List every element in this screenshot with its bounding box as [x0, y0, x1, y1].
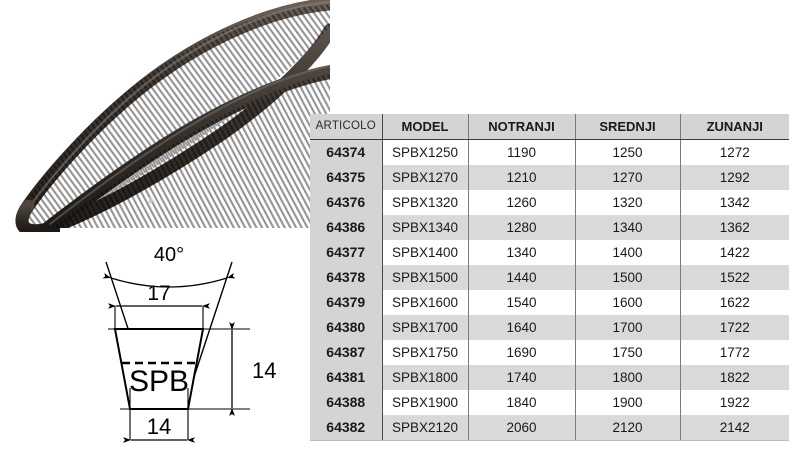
cell-model: SPBX1340 — [382, 215, 469, 240]
cell-srednji: 1600 — [575, 290, 681, 315]
cell-srednji: 2120 — [575, 415, 681, 440]
cell-articolo: 64380 — [310, 315, 383, 340]
cell-model: SPBX1500 — [382, 265, 469, 290]
column-header-srednji: SREDNJI — [575, 114, 681, 140]
cell-model: SPBX1700 — [382, 315, 469, 340]
cell-notranji: 1260 — [468, 190, 576, 215]
belt-lower-strand — [39, 65, 330, 232]
cell-zunanji: 1622 — [680, 290, 789, 315]
cell-model: SPBX1320 — [382, 190, 469, 215]
cell-articolo: 64374 — [310, 139, 383, 165]
cell-zunanji: 1722 — [680, 315, 789, 340]
column-header-notranji: NOTRANJI — [468, 114, 576, 140]
belt-cross-section-diagram: 40° 17 14 14 — [60, 228, 310, 450]
cell-zunanji: 1272 — [680, 139, 789, 165]
cell-model: SPBX1250 — [382, 139, 469, 165]
cell-zunanji: 1362 — [680, 215, 789, 240]
angle-label: 40° — [154, 244, 184, 266]
cell-model: SPBX1400 — [382, 240, 469, 265]
table-bottom-rule — [310, 440, 789, 441]
cell-notranji: 1840 — [468, 390, 576, 415]
cell-articolo: 64386 — [310, 215, 383, 240]
cell-srednji: 1500 — [575, 265, 681, 290]
cell-articolo: 64382 — [310, 415, 383, 440]
profile-label: SPB — [129, 365, 189, 398]
bottom-width-label: 14 — [147, 414, 171, 439]
cell-srednji: 1400 — [575, 240, 681, 265]
cell-model: SPBX1750 — [382, 340, 469, 365]
belt-specification-table: ARTICOLO MODEL NOTRANJI SREDNJI ZUNANJI … — [310, 114, 789, 441]
cell-srednji: 1340 — [575, 215, 681, 240]
cell-zunanji: 1422 — [680, 240, 789, 265]
cell-zunanji: 1922 — [680, 390, 789, 415]
cell-notranji: 1190 — [468, 139, 576, 165]
column-header-zunanji: ZUNANJI — [680, 114, 789, 140]
cell-zunanji: 1342 — [680, 190, 789, 215]
cell-zunanji: 1292 — [680, 165, 789, 190]
cell-srednji: 1250 — [575, 139, 681, 165]
cell-zunanji: 1822 — [680, 365, 789, 390]
cell-articolo: 64378 — [310, 265, 383, 290]
cell-zunanji: 2142 — [680, 415, 789, 440]
cell-articolo: 64375 — [310, 165, 383, 190]
column-header-articolo: ARTICOLO — [310, 114, 383, 140]
angle-arc-dimension — [102, 272, 236, 288]
cell-articolo: 64388 — [310, 390, 383, 415]
cell-srednji: 1800 — [575, 365, 681, 390]
cell-notranji: 1210 — [468, 165, 576, 190]
cell-articolo: 64377 — [310, 240, 383, 265]
cell-notranji: 1280 — [468, 215, 576, 240]
column-header-model: MODEL — [382, 114, 469, 140]
cell-zunanji: 1522 — [680, 265, 789, 290]
cell-articolo: 64376 — [310, 190, 383, 215]
cell-model: SPBX1800 — [382, 365, 469, 390]
cell-zunanji: 1772 — [680, 340, 789, 365]
cell-srednji: 1700 — [575, 315, 681, 340]
v-belt-product-photo — [0, 0, 330, 232]
belt-profile-outline — [108, 328, 250, 410]
cell-srednji: 1270 — [575, 165, 681, 190]
top-width-dimension — [108, 303, 210, 331]
cell-notranji: 1440 — [468, 265, 576, 290]
cell-srednji: 1320 — [575, 190, 681, 215]
cell-model: SPBX1900 — [382, 390, 469, 415]
cell-notranji: 2060 — [468, 415, 576, 440]
cell-notranji: 1640 — [468, 315, 576, 340]
cell-model: SPBX1270 — [382, 165, 469, 190]
cell-notranji: 1540 — [468, 290, 576, 315]
top-width-label: 17 — [147, 282, 170, 305]
cell-notranji: 1740 — [468, 365, 576, 390]
height-label: 14 — [252, 358, 276, 383]
table-header-row: ARTICOLO MODEL NOTRANJI SREDNJI ZUNANJI — [310, 114, 789, 140]
cell-srednji: 1900 — [575, 390, 681, 415]
belt-highlight-nick — [148, 196, 155, 204]
cell-model: SPBX1600 — [382, 290, 469, 315]
cell-notranji: 1690 — [468, 340, 576, 365]
cell-model: SPBX2120 — [382, 415, 469, 440]
cell-articolo: 64381 — [310, 365, 383, 390]
cell-articolo: 64379 — [310, 290, 383, 315]
cell-articolo: 64387 — [310, 340, 383, 365]
cell-notranji: 1340 — [468, 240, 576, 265]
bottom-width-dimension — [123, 388, 195, 443]
cell-srednji: 1750 — [575, 340, 681, 365]
spec-table: ARTICOLO MODEL NOTRANJI SREDNJI ZUNANJI … — [310, 114, 789, 440]
